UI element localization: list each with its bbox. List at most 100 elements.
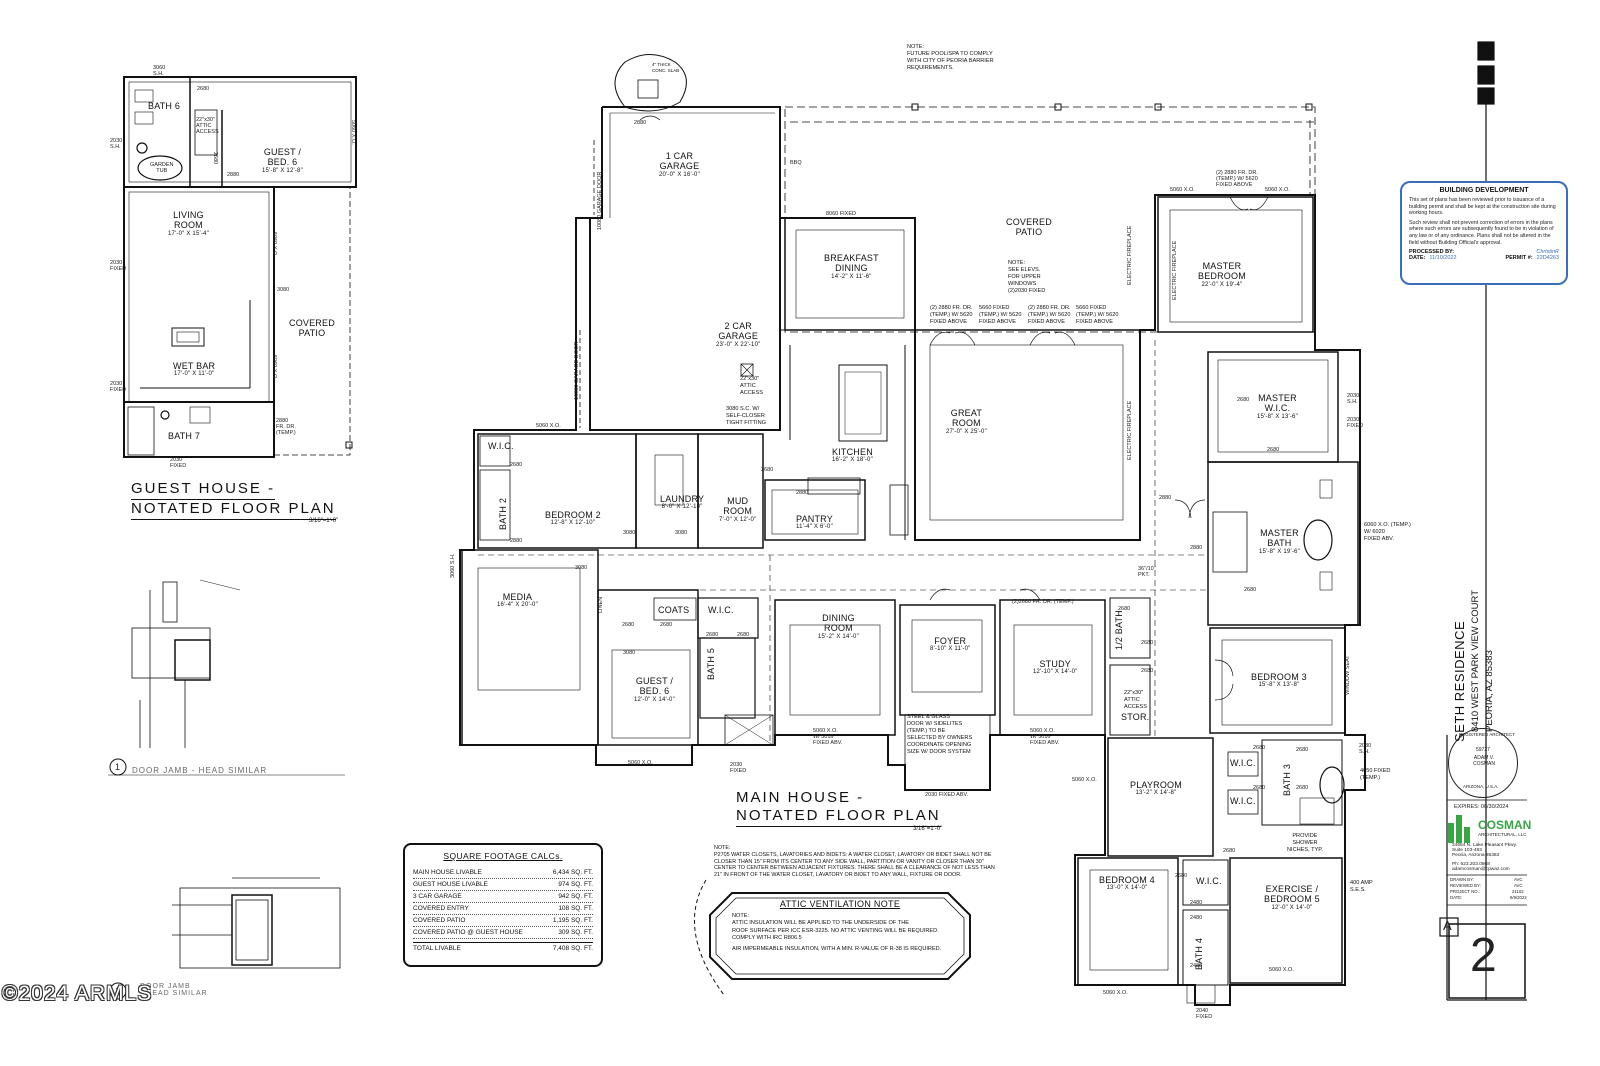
sqft-label: MAIN HOUSE LIVABLE bbox=[413, 869, 482, 876]
room-label-bath-3: BATH 3 bbox=[1282, 763, 1292, 796]
main-house-title: MAIN HOUSE - NOTATED FLOOR PLAN bbox=[736, 789, 941, 827]
room-label-half-bath: 1/2 BATH bbox=[1114, 610, 1124, 650]
opening-tag: 5060 X.O. W/ 5016 FIXED ABV. bbox=[1030, 728, 1060, 746]
bd-paragraph-2: Such review shall not prevent correction… bbox=[1409, 219, 1554, 246]
opening-tag: 2480 bbox=[1190, 915, 1203, 921]
opening-tag: 2880 bbox=[510, 538, 523, 544]
opening-tag: WINDOW SEAT bbox=[1345, 655, 1351, 695]
sqft-title: SQUARE FOOTAGE CALCs. bbox=[443, 851, 563, 861]
attic-ventilation-note: ATTIC VENTILATION NOTE NOTE: ATTIC INSUL… bbox=[710, 893, 970, 979]
opening-tag: (2)2680 FR. DR. (TEMP.) bbox=[1012, 599, 1074, 605]
opening-tag: 2680 bbox=[1296, 747, 1309, 753]
opening-tag: 3080 bbox=[575, 565, 588, 571]
sqft-row: COVERED PATIO @ GUEST HOUSE 309 SQ. FT. bbox=[413, 927, 593, 939]
room-label: BATH 6 bbox=[148, 101, 181, 111]
opening-tag: 2680 bbox=[706, 632, 719, 638]
opening-tag: 2680 bbox=[1237, 397, 1250, 403]
room-label-bath-2: BATH 2 bbox=[498, 497, 508, 530]
room-label-wic: W.I.C. bbox=[1230, 758, 1256, 768]
opening-tag: 2680 bbox=[1141, 668, 1154, 674]
project-name: SETH RESIDENCE bbox=[1452, 620, 1467, 742]
bd-signature: ChristinR bbox=[1536, 249, 1559, 256]
door-tag: 3080 bbox=[277, 287, 290, 293]
opening-tag: 2680 bbox=[622, 622, 635, 628]
ses-note: 400 AMP S.E.S. bbox=[1350, 880, 1373, 893]
opening-tag: 2680 bbox=[1267, 447, 1280, 453]
room-label-storage: STOR. bbox=[1121, 712, 1150, 722]
reviewed-by-label: REVIEWED BY: bbox=[1450, 883, 1481, 888]
opening-tag: 2030 FIXED ABV. bbox=[925, 792, 969, 798]
opening-tag: 5060 X.O. bbox=[536, 423, 561, 429]
sqft-label: COVERED PATIO @ GUEST HOUSE bbox=[413, 929, 523, 936]
opening-tag: 2680 bbox=[1118, 606, 1131, 612]
opening-tag: 2880 bbox=[1159, 495, 1172, 501]
main-house-scale: 3/16"=1'-0" bbox=[913, 826, 943, 832]
sheet-number: 2 bbox=[1470, 929, 1497, 982]
attic-note-frame bbox=[694, 879, 971, 996]
opening-tag: 2680 bbox=[761, 467, 774, 473]
attic-note-title: ATTIC VENTILATION NOTE bbox=[779, 899, 901, 909]
guest-house-walls bbox=[123, 76, 357, 458]
sqft-value: 108 SQ. FT. bbox=[558, 905, 593, 912]
opening-tag: LINEN bbox=[598, 596, 604, 613]
seal-state: ARIZONA, U.S.A. bbox=[1463, 784, 1499, 789]
drawn-by-label: DRAWN BY: bbox=[1450, 877, 1474, 882]
window-tag: 2030 FIXED bbox=[110, 381, 127, 393]
opening-tag: 3080 bbox=[623, 650, 636, 656]
opening-tag: 3080 bbox=[675, 530, 688, 536]
opening-tag: 2680 bbox=[1244, 587, 1257, 593]
p2705-note: NOTE: P2705 WATER CLOSETS, LAVATORIES AN… bbox=[714, 845, 995, 878]
window-tag: 2030 FIXED bbox=[110, 260, 127, 272]
opening-tag: BBQ bbox=[790, 160, 802, 166]
opening-tag: ELECTRIC FIREPLACE bbox=[1127, 225, 1133, 285]
attic-note-body-2: AIR IMPERMEABLE INSULATION, WITH A MIN. … bbox=[732, 946, 942, 953]
sqft-label: 3 CAR GARAGE bbox=[413, 893, 462, 900]
project-no-value: 21102 bbox=[1512, 889, 1524, 894]
opening-tag: ELECTRIC FIREPLACE bbox=[1127, 400, 1133, 460]
room-label-bath-5: BATH 5 bbox=[706, 647, 716, 680]
guest-house-title: GUEST HOUSE - NOTATED FLOOR PLAN bbox=[131, 480, 336, 520]
titleblock-lines bbox=[1439, 41, 1527, 1001]
detail-drawings bbox=[108, 579, 345, 1000]
door-tag: 2880 FR. DR. (TEMP.) bbox=[276, 418, 296, 436]
opening-tag: 2680 bbox=[1141, 640, 1154, 646]
window-tag: 2030 S.H. bbox=[110, 138, 123, 150]
room-label-wic: W.I.C. bbox=[488, 441, 514, 451]
detail-number: 1 bbox=[115, 762, 121, 772]
opening-tag: 2680 bbox=[1223, 848, 1236, 854]
opening-tag: ELECTRIC FIREPLACE bbox=[1172, 240, 1178, 300]
detail-caption-2: DOOR JAMB - HEAD SIMILAR bbox=[140, 983, 208, 997]
sqft-value: 309 SQ. FT. bbox=[558, 929, 593, 936]
opening-tag: 2880 bbox=[634, 120, 647, 126]
self-closer-note: 3080 S.C. W/ SELF-CLOSER TIGHT FITTING bbox=[726, 406, 766, 426]
sqft-total-label: TOTAL LIVABLE bbox=[413, 945, 461, 952]
window-note: 4050 FIXED (TEMP.) bbox=[1360, 768, 1391, 781]
opening-tag: 36"/10" PKT. bbox=[1138, 566, 1156, 578]
opening-tag: 5060 X.O. bbox=[1265, 187, 1290, 193]
project-address-line-2: PEORIA, AZ 85383 bbox=[1484, 650, 1495, 732]
firm-contact: Ph: 623.203.0868 adamcosman@cpwaz.com bbox=[1452, 862, 1510, 872]
opening-tag: 2880 bbox=[1190, 545, 1203, 551]
opening-tag: 16080 GARAGE DOOR bbox=[574, 341, 580, 400]
room-label-covered-patio: COVERED PATIO bbox=[1006, 217, 1052, 238]
room-label-wic: W.I.C. bbox=[708, 605, 734, 615]
bd-processed: PROCESSED BY: ChristinR bbox=[1409, 249, 1559, 256]
room-label-wic: W.I.C. bbox=[1230, 796, 1256, 806]
room-label-bedroom-4: BEDROOM 413'-0" x 14'-0" bbox=[1099, 875, 1155, 892]
tb-date-label: DATE: bbox=[1450, 895, 1463, 900]
seal-number: 59727 bbox=[1476, 747, 1490, 753]
seal-expires: EXPIRES: 06/30/2024 bbox=[1454, 804, 1509, 810]
opening-tag: 2680 bbox=[737, 632, 750, 638]
sqft-total-value: 7,408 SQ. FT. bbox=[552, 945, 593, 952]
